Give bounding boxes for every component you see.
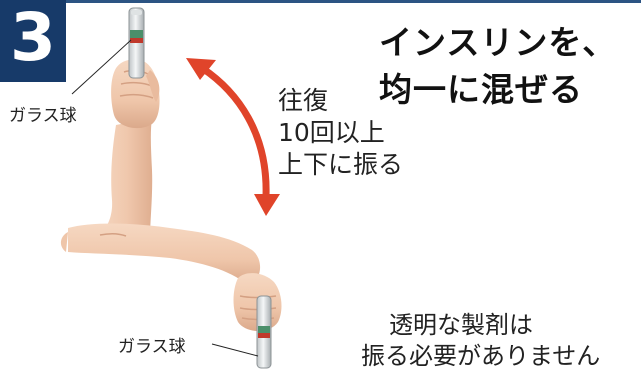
upper-forearm: [96, 118, 153, 240]
step-badge: 3: [0, 0, 66, 82]
upper-insulin-pen: [128, 7, 145, 79]
glass-ball-label-bottom: ガラス球: [118, 337, 186, 357]
glass-ball-label-top: ガラス球: [9, 106, 77, 126]
lower-forearm: [68, 223, 261, 284]
instruction-line-2: 10回以上: [278, 118, 385, 147]
lower-insulin-pen: [256, 295, 272, 369]
instruction-line-1: 往復: [278, 86, 329, 115]
note-line-1: 透明な製剤は: [389, 311, 533, 339]
shake-direction-arrow: [186, 58, 280, 216]
top-rule: [0, 0, 641, 3]
note-line-2: 振る必要がありません: [361, 342, 601, 370]
headline-line-1: インスリンを、: [379, 23, 617, 62]
step-number: 3: [10, 0, 56, 76]
instruction-line-3: 上下に振る: [278, 150, 404, 179]
headline-line-2: 均一に混ぜる: [379, 70, 583, 109]
